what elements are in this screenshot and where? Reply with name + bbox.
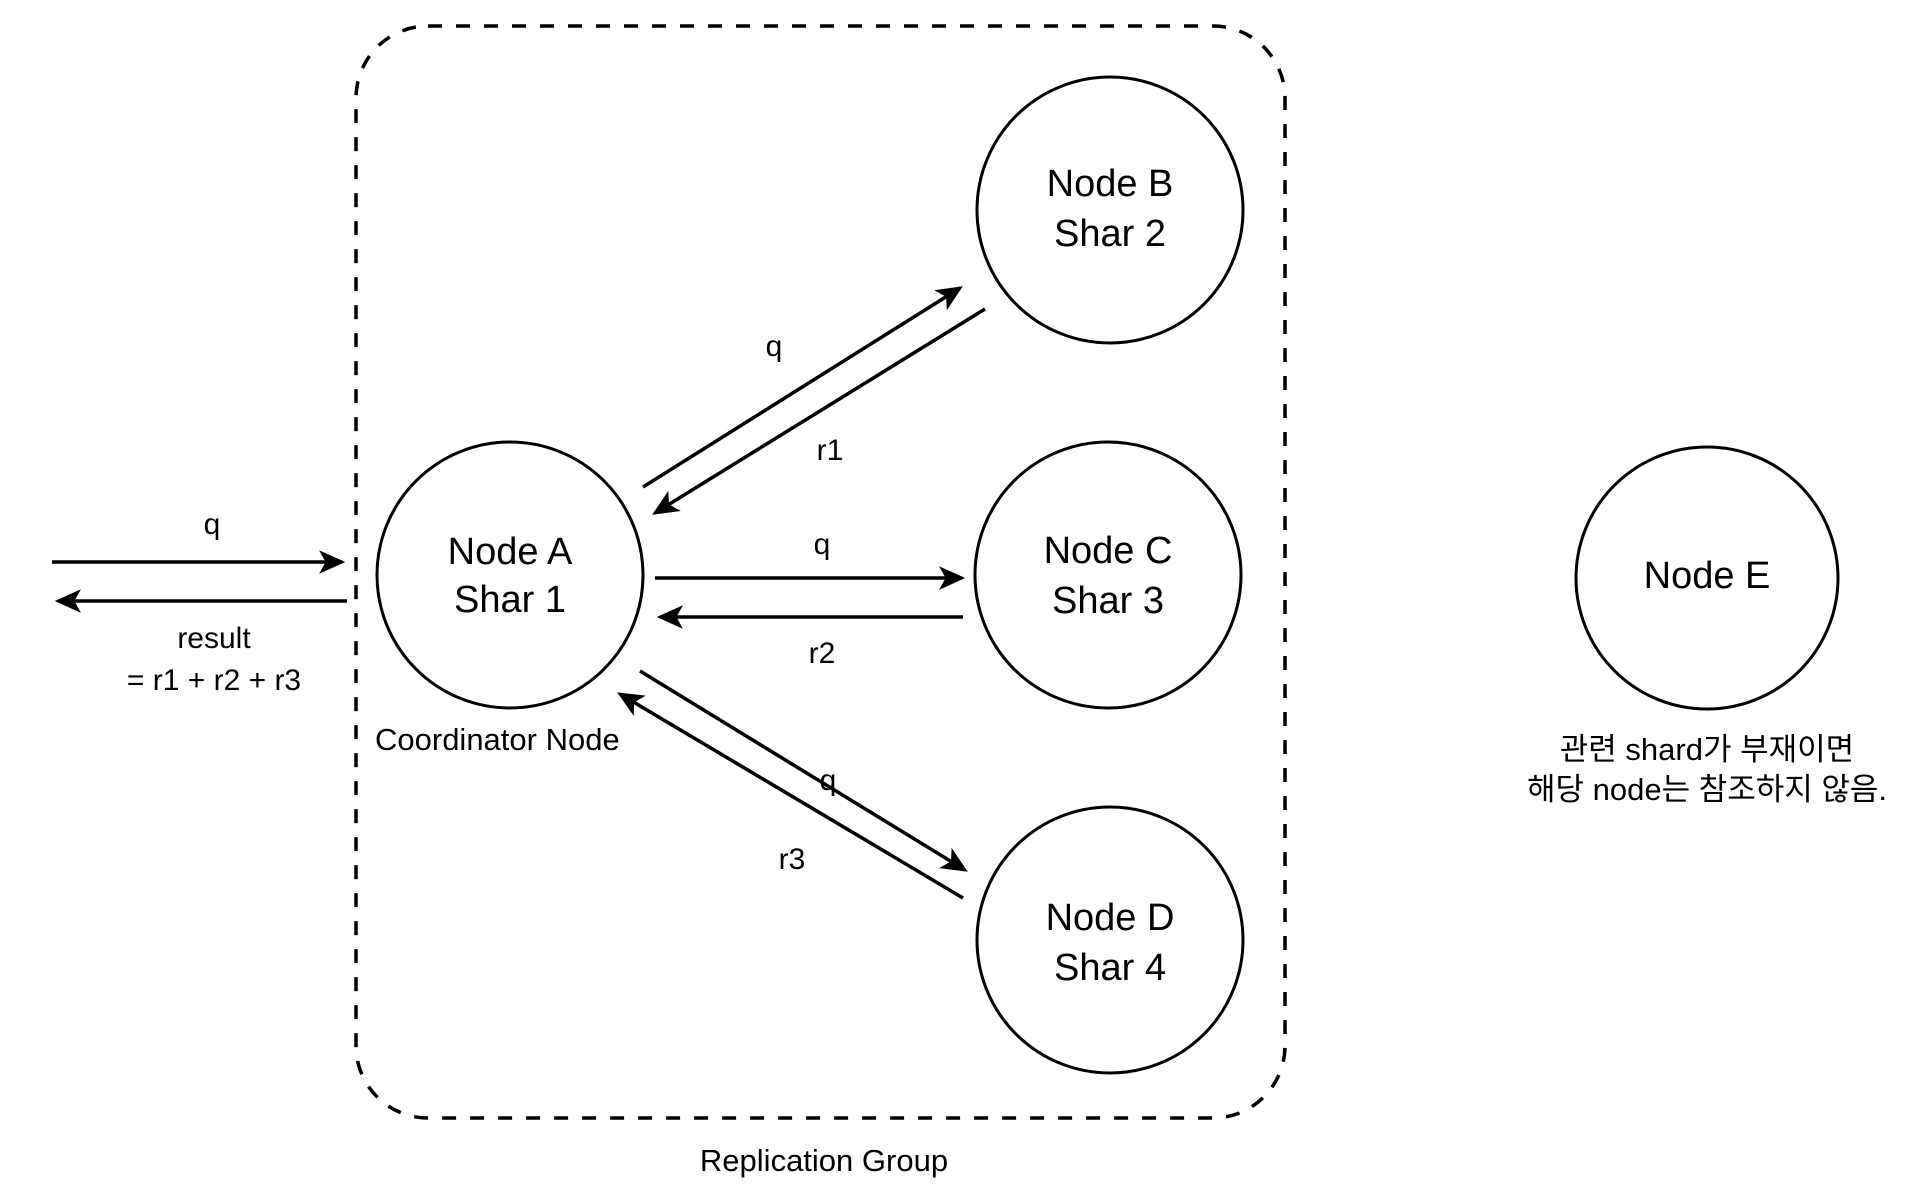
node-b-label-line1: Node B <box>1047 163 1174 205</box>
node-a-caption: Coordinator Node <box>375 722 620 757</box>
node-d-circle[interactable] <box>975 805 1245 1075</box>
node-b-label-line2: Shar 2 <box>1054 213 1166 255</box>
edge-label-b-q: q <box>766 330 783 363</box>
node-b-circle[interactable] <box>975 75 1245 345</box>
node-e-note-line1: 관련 shard가 부재이면 <box>1560 732 1854 767</box>
node-d-label-line1: Node D <box>1046 897 1175 939</box>
node-e-note-line2: 해당 node는 참조하지 않음. <box>1527 772 1887 807</box>
edge-node-d-to-node-a <box>617 692 964 900</box>
edge-label-c-q: q <box>814 528 831 561</box>
replication-group-boundary <box>354 24 1287 1120</box>
replication-group-label: Replication Group <box>700 1143 948 1178</box>
edge-node-a-to-node-b <box>642 286 963 489</box>
edge-label-result-formula: = r1 + r2 + r3 <box>127 664 301 697</box>
node-a-label-line1: Node A <box>448 531 573 573</box>
node-e-circle[interactable] <box>1574 445 1840 711</box>
node-c-circle[interactable] <box>973 440 1243 710</box>
node-e-label: Node E <box>1644 555 1771 597</box>
edge-node-b-to-node-a <box>652 307 986 515</box>
edge-label-b-r1: r1 <box>817 434 844 467</box>
node-a-circle[interactable] <box>375 440 645 710</box>
edge-label-d-r3: r3 <box>779 843 806 876</box>
edge-label-client-q: q <box>204 508 221 541</box>
node-c-label-line2: Shar 3 <box>1052 580 1164 622</box>
node-c-label-line1: Node C <box>1044 530 1173 572</box>
edge-label-c-r2: r2 <box>809 637 836 670</box>
edge-node-a-to-node-d <box>639 669 968 872</box>
edge-label-d-q: q <box>820 764 837 797</box>
node-d-label-line2: Shar 4 <box>1054 947 1166 989</box>
node-a-label-line2: Shar 1 <box>454 579 566 621</box>
edge-label-result: result <box>177 622 251 655</box>
